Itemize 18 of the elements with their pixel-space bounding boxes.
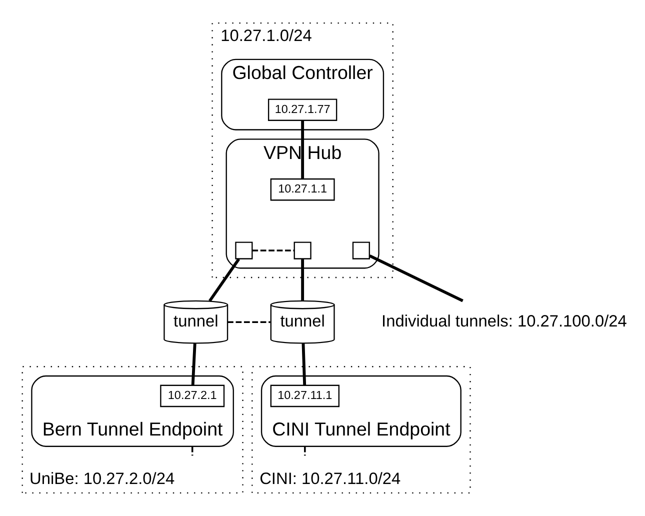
connector <box>301 120 304 179</box>
connector <box>369 254 464 302</box>
connector <box>252 250 294 252</box>
connector <box>301 259 304 301</box>
connector <box>191 343 196 386</box>
node-text: Individual tunnels: 10.27.100.0/24 <box>382 312 627 330</box>
node-box: 10.27.1.77 <box>268 98 338 121</box>
node-box: 10.27.11.1 <box>270 384 340 408</box>
connector <box>304 446 306 456</box>
connector <box>302 344 306 386</box>
node-box <box>352 242 370 260</box>
connector <box>228 321 270 323</box>
node-box <box>235 242 253 260</box>
connector <box>191 446 194 456</box>
node-box: 10.27.1.1 <box>270 178 335 201</box>
node-box: 10.27.2.1 <box>160 384 225 408</box>
connector <box>208 258 240 302</box>
node-box <box>294 242 312 260</box>
